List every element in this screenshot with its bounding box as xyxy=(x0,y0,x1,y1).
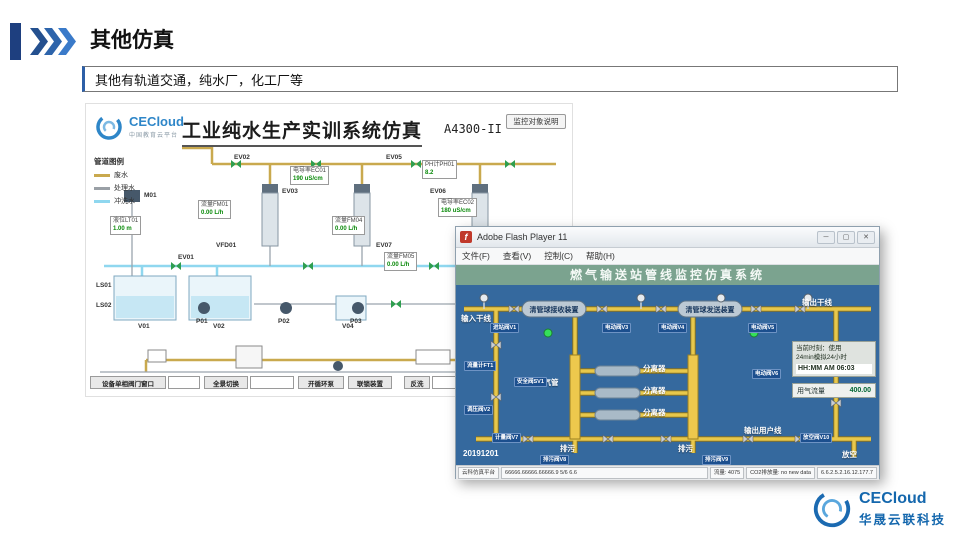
toolbar-button[interactable]: 反洗 xyxy=(404,376,430,389)
company-name: 华晟云联科技 xyxy=(858,512,946,527)
accent-bar xyxy=(10,23,21,60)
date-label: 20191201 xyxy=(463,449,499,458)
valve-icons xyxy=(490,304,842,444)
water-app-logo: CECloud 中国教育云平台 xyxy=(94,112,184,142)
water-app-title: 工业纯水生产实训系统仿真 xyxy=(182,116,423,147)
legend-title: 管道图例 xyxy=(94,157,124,166)
monitor-object-button[interactable]: 监控对象说明 xyxy=(506,114,566,129)
footer-logo: CECloud 华晟云联科技 xyxy=(811,488,946,530)
close-button[interactable]: ✕ xyxy=(857,230,875,244)
menu-item[interactable]: 帮助(H) xyxy=(586,251,615,261)
gas-manifolds xyxy=(569,354,699,440)
brand-name: CECloud xyxy=(858,490,927,508)
triple-chevron-icon xyxy=(30,28,76,55)
legend-item: 处理水 xyxy=(94,183,158,193)
toolbar-button[interactable]: 全景切换 xyxy=(204,376,248,389)
status-cell: 流量: 4075 xyxy=(709,467,745,479)
menu-item[interactable]: 查看(V) xyxy=(502,251,532,261)
logo-sub-text: 中国教育云平台 xyxy=(129,132,179,139)
pig-launcher-vessels: 清管球接收装置 清管球发送装置 xyxy=(521,300,743,318)
subtitle-text: 其他有轨道交通，纯水厂，化工厂等 xyxy=(95,72,304,88)
cecloud-logo-icon xyxy=(96,114,122,140)
status-cell: CO2排放量: no new data xyxy=(746,467,815,479)
toolbar-layer: 设备单相阀门窗口全景切换开循环泵联锁装置反洗正洗 xyxy=(86,104,572,396)
toolbar-button[interactable]: 开循环泵 xyxy=(298,376,344,389)
clock-panel: 当前时刻：使用 24min模拟24小时 HH:MM AM 06:03 xyxy=(792,341,876,377)
flow-readout: 用气流量 400.00 xyxy=(792,383,876,398)
status-cell: 66666.66666.66666.9 5/6 6.6 xyxy=(501,467,708,479)
menu-item[interactable]: 文件(F) xyxy=(462,251,490,261)
flow-label: 用气流量 xyxy=(797,387,825,395)
status-cell: 6.6.2.5.2.16.12.177.7 xyxy=(817,467,877,479)
legend-item: 冲洗水 xyxy=(94,196,158,206)
menu-bar: 文件(F) 查看(V) 控制(C) 帮助(H) xyxy=(456,248,879,265)
toolbar-button[interactable]: 联锁装置 xyxy=(348,376,392,389)
clock-line-1: 当前时刻：使用 xyxy=(796,345,842,352)
flow-value: 400.00 xyxy=(849,387,871,394)
separator-cylinders xyxy=(594,365,641,421)
maximize-button[interactable]: ▢ xyxy=(837,230,855,244)
flash-player-icon: f xyxy=(460,231,472,243)
flash-player-window: f Adobe Flash Player 11 ─ ▢ ✕ 文件(F) 查看(V)… xyxy=(455,226,880,480)
water-piping-diagram xyxy=(100,146,556,373)
input-field[interactable] xyxy=(168,376,200,389)
clock-line-2: 24min模拟24小时 xyxy=(796,354,847,362)
legend-item: 废水 xyxy=(94,170,158,180)
vessel-left-label: 清管球接收装置 xyxy=(530,305,579,314)
window-controls: ─ ▢ ✕ xyxy=(817,230,875,244)
window-title: Adobe Flash Player 11 xyxy=(477,232,568,242)
input-field[interactable] xyxy=(250,376,294,389)
cecloud-logo-icon xyxy=(813,490,851,528)
pumps-and-motor xyxy=(124,190,364,314)
clock-time: HH:MM AM 06:03 xyxy=(796,363,872,374)
logo-brand-text: CECloud xyxy=(129,114,184,130)
model-number: A4300-II xyxy=(444,122,502,136)
minimize-button[interactable]: ─ xyxy=(817,230,835,244)
status-cell: 云科仿真平台 xyxy=(458,467,500,479)
gas-system-title: 燃气输送站管线监控仿真系统 xyxy=(456,265,879,285)
secondary-process-strip xyxy=(147,345,451,371)
window-titlebar[interactable]: f Adobe Flash Player 11 ─ ▢ ✕ xyxy=(456,227,879,248)
gas-scada-screen: 燃气输送站管线监控仿真系统 清管球接收装置 xyxy=(456,265,879,480)
page-title: 其他仿真 xyxy=(90,29,174,52)
pipe-legend: 管道图例 废水处理水冲洗水 xyxy=(94,156,158,206)
gas-piping-diagram: 清管球接收装置 清管球发送装置 xyxy=(464,293,871,457)
toolbar-button[interactable]: 设备单相阀门窗口 xyxy=(90,376,166,389)
vessel-right-label: 清管球发送装置 xyxy=(686,305,735,314)
menu-item[interactable]: 控制(C) xyxy=(544,251,574,261)
subtitle-box: 其他有轨道交通，纯水厂，化工厂等 xyxy=(82,66,898,92)
